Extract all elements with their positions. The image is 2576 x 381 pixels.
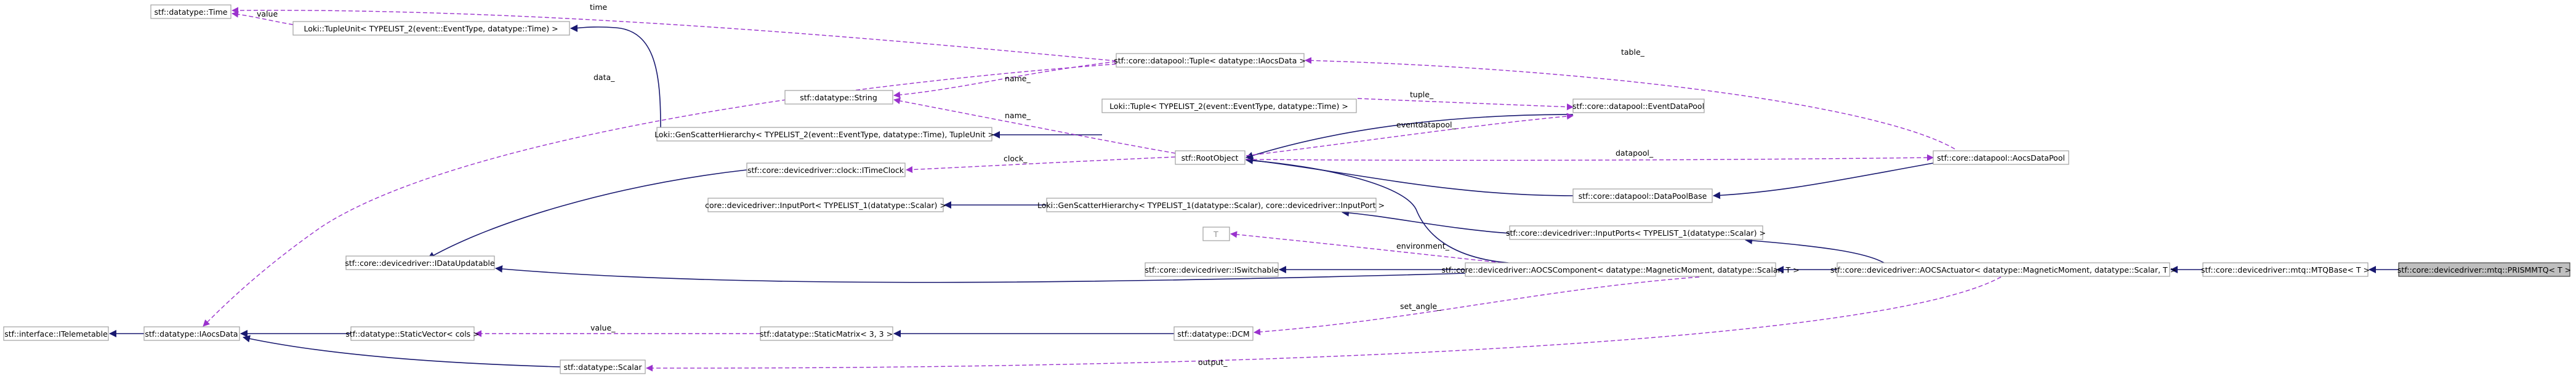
node-label: stf::datatype::String — [800, 93, 877, 102]
class-node-aocsdatapool[interactable]: stf::core::datapool::AocsDataPool — [1933, 150, 2069, 165]
node-label: stf::core::devicedriver::AOCSComponent< … — [1441, 265, 1799, 275]
node-label: T — [1213, 230, 1218, 239]
node-label: stf::datatype::DCM — [1177, 329, 1249, 339]
node-label: stf::interface::ITelemetable — [4, 329, 108, 339]
node-label: stf::core::devicedriver::IDataUpdatable — [345, 259, 495, 268]
edge-label-datapool: datapool_ — [1616, 148, 1654, 158]
class-node-loki-tuple[interactable]: Loki::Tuple< TYPELIST_2(event::EventType… — [1101, 98, 1357, 113]
node-label: core::devicedriver::InputPort< TYPELIST_… — [705, 201, 946, 210]
node-label: stf::core::devicedriver::mtq::PRISMMTQ< … — [2397, 265, 2571, 275]
node-label: stf::core::datapool::Tuple< datatype::IA… — [1114, 56, 1306, 65]
edge-label-eventdatapool: eventdatapool_ — [1396, 120, 1456, 129]
class-node-genscatter-event[interactable]: Loki::GenScatterHierarchy< TYPELIST_2(ev… — [654, 127, 994, 142]
class-node-itelemetable[interactable]: stf::interface::ITelemetable — [3, 326, 109, 341]
edge-inherit-eventdatapool-rootobject — [1246, 114, 1574, 159]
class-node-string[interactable]: stf::datatype::String — [784, 90, 893, 105]
class-node-prismmtq[interactable]: stf::core::devicedriver::mtq::PRISMMTQ< … — [2397, 262, 2571, 277]
edge-label-set-angle: set_angle_ — [1400, 302, 1441, 311]
edge-label-data: data_ — [594, 73, 615, 82]
edge-inherit-aocsactuator-inputports — [1745, 236, 1885, 263]
edge-label-output: output_ — [1198, 358, 1228, 367]
node-label: stf::datatype::StaticVector< cols > — [345, 329, 479, 339]
edge-use-name-tuple — [893, 61, 1117, 98]
edge-label-name-root: name_ — [1005, 111, 1031, 120]
class-node-aocscomponent[interactable]: stf::core::devicedriver::AOCSComponent< … — [1441, 262, 1800, 277]
node-label: stf::core::devicedriver::ISwitchable — [1145, 265, 1278, 275]
node-label: stf::core::devicedriver::mtq::MTQBase< T… — [2201, 265, 2370, 275]
edge-use-tuple — [1357, 98, 1574, 111]
edge-inherit-datapoolbase-rootobject — [1246, 156, 1574, 196]
node-label: stf::core::devicedriver::AOCSActuator< d… — [1830, 265, 2176, 275]
class-node-iswitchable[interactable]: stf::core::devicedriver::ISwitchable — [1145, 262, 1279, 277]
class-node-dcm[interactable]: stf::datatype::DCM — [1173, 326, 1254, 341]
edge-label-tuple: tuple_ — [1410, 90, 1434, 99]
class-node-genscatter-scalar[interactable]: Loki::GenScatterHierarchy< TYPELIST_1(da… — [1037, 198, 1385, 212]
edge-label-environment: environment_ — [1396, 241, 1450, 251]
edge-use-value-time — [231, 10, 294, 25]
node-label: stf::datatype::StaticMatrix< 3, 3 > — [760, 329, 893, 339]
node-label: stf::core::datapool::DataPoolBase — [1579, 191, 1707, 201]
node-label: stf::core::datapool::EventDataPool — [1572, 102, 1704, 111]
edge-inherit-inputports-genscatter-scalar — [1342, 209, 1510, 234]
class-node-itimeclock[interactable]: stf::core::devicedriver::clock::ITimeClo… — [746, 162, 906, 177]
class-node-staticmatrix[interactable]: stf::datatype::StaticMatrix< 3, 3 > — [760, 326, 893, 341]
class-node-tupleunit[interactable]: Loki::TupleUnit< TYPELIST_2(event::Event… — [292, 21, 570, 36]
edge-inherit-aocscomponent-idataupdatable — [495, 265, 1466, 283]
edge-use-datapool — [1246, 154, 1934, 161]
edge-inherit-scalar-iaocsdata — [243, 335, 561, 367]
edge-inherit-genscatter-event-tupleunit — [570, 24, 661, 128]
edge-use-environment — [1230, 231, 1503, 263]
node-label: Loki::TupleUnit< TYPELIST_2(event::Event… — [304, 24, 558, 33]
node-label: Loki::GenScatterHierarchy< TYPELIST_1(da… — [1037, 201, 1385, 210]
edge-label-clock: clock_ — [1004, 154, 1028, 163]
edge-use-table — [1305, 57, 1955, 150]
node-label: stf::datatype::Scalar — [563, 363, 642, 372]
edge-use-eventdatapool — [1246, 113, 1574, 156]
edge-inherit-aocsdatapool-datapoolbase — [1713, 162, 1934, 199]
class-node-scalar[interactable]: stf::datatype::Scalar — [560, 359, 646, 374]
class-node-eventdatapool[interactable]: stf::core::datapool::EventDataPool — [1572, 98, 1705, 113]
node-label: stf::datatype::Time — [155, 7, 228, 17]
class-node-iaocsdata[interactable]: stf::datatype::IAocsData — [143, 326, 240, 341]
edge-use-clock — [906, 156, 1176, 174]
class-node-idataupdatable[interactable]: stf::core::devicedriver::IDataUpdatable — [345, 255, 495, 270]
edge-label-time: time — [590, 2, 608, 12]
class-node-inputports[interactable]: stf::core::devicedriver::InputPorts< TYP… — [1506, 225, 1766, 240]
class-node-mtqbase[interactable]: stf::core::devicedriver::mtq::MTQBase< T… — [2201, 262, 2370, 277]
class-node-tuple-aocs[interactable]: stf::core::datapool::Tuple< datatype::IA… — [1114, 53, 1306, 68]
class-nodes: stf::datatype::Time Loki::TupleUnit< TYP… — [3, 4, 2571, 374]
class-node-template-parameter-t[interactable]: T — [1202, 227, 1230, 241]
edge-label-value-time: value — [257, 9, 278, 18]
inheritance-edges — [109, 24, 2399, 367]
node-label: Loki::Tuple< TYPELIST_2(event::EventType… — [1109, 102, 1348, 111]
edge-inherit-itimeclock-idataupdatable — [427, 169, 747, 259]
edge-use-set-angle — [1254, 276, 1700, 335]
edge-label-table: table_ — [1621, 47, 1645, 57]
edge-label-name-tuple: name_ — [1005, 74, 1031, 83]
edge-labels: time value data_ table_ name_ name_ tupl… — [257, 2, 1654, 367]
node-label: stf::core::datapool::AocsDataPool — [1937, 153, 2065, 162]
class-node-time[interactable]: stf::datatype::Time — [150, 4, 231, 19]
edge-use-data — [203, 63, 1117, 327]
node-label: stf::core::devicedriver::InputPorts< TYP… — [1506, 228, 1766, 238]
class-node-datapoolbase[interactable]: stf::core::datapool::DataPoolBase — [1572, 188, 1713, 203]
node-label: stf::RootObject — [1181, 153, 1239, 162]
node-label: stf::core::devicedriver::clock::ITimeClo… — [747, 166, 904, 175]
edge-use-name-root — [893, 97, 1176, 154]
edge-label-value-vector: value_ — [590, 323, 616, 332]
edge-use-time — [231, 7, 1117, 62]
edge-use-output — [646, 276, 2002, 372]
edge-inherit-aocscomponent-rootobject — [1246, 156, 1509, 263]
class-node-staticvector[interactable]: stf::datatype::StaticVector< cols > — [345, 326, 480, 341]
node-label: Loki::GenScatterHierarchy< TYPELIST_2(ev… — [654, 130, 994, 139]
class-node-rootobject[interactable]: stf::RootObject — [1175, 150, 1246, 165]
class-node-inputport[interactable]: core::devicedriver::InputPort< TYPELIST_… — [705, 198, 946, 212]
class-node-aocsactuator[interactable]: stf::core::devicedriver::AOCSActuator< d… — [1830, 262, 2176, 277]
usage-edges — [203, 7, 2002, 372]
node-label: stf::datatype::IAocsData — [145, 329, 238, 339]
